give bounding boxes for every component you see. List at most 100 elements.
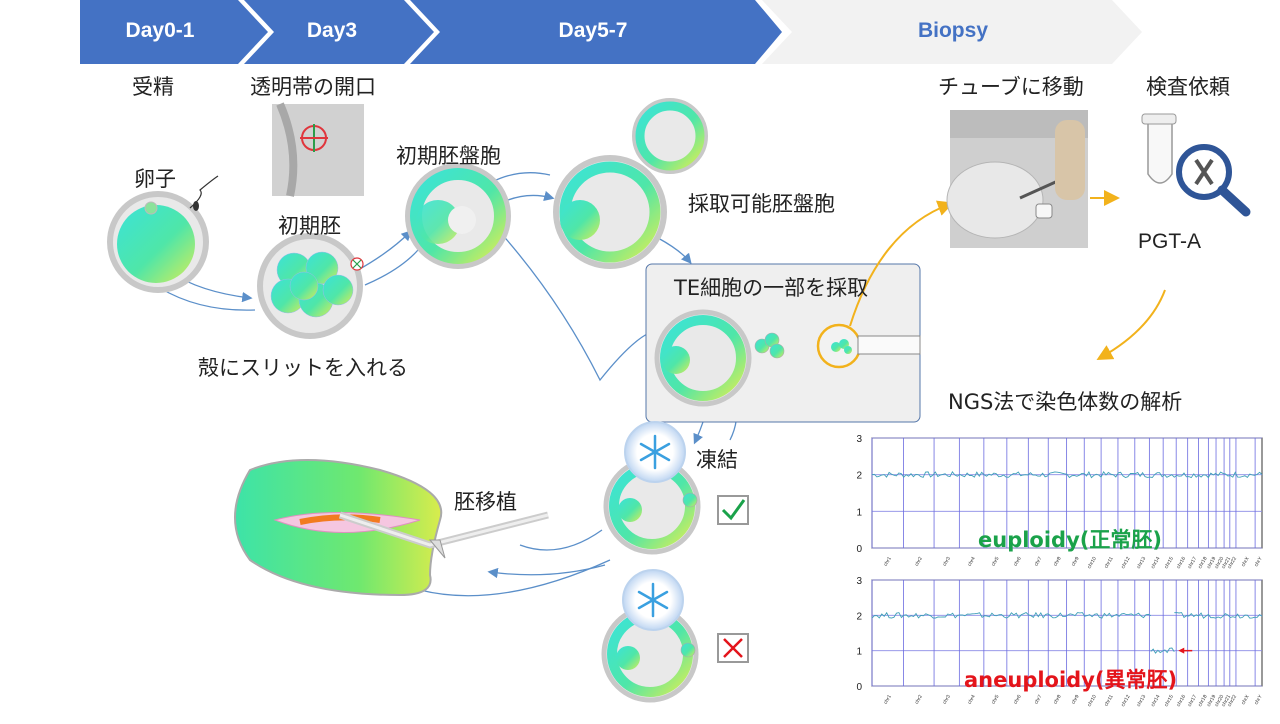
chart-x-tick: chr8 — [1053, 556, 1063, 568]
chart-x-tick: chr1 — [883, 556, 893, 568]
label-oocyte: 卵子 — [134, 167, 176, 191]
chart-x-tick: chr6 — [1013, 556, 1023, 568]
timeline-step-day3-shape — [244, 0, 434, 64]
early-embryo — [257, 233, 364, 339]
chart-y-tick: 1 — [856, 507, 862, 518]
chart-x-tick: chr22 — [1227, 694, 1239, 708]
chart-x-tick: chr11 — [1103, 694, 1114, 708]
chart-x-tick: chr9 — [1071, 694, 1081, 706]
timeline-step-day5-7-shape — [410, 0, 782, 64]
label-test-request: 検査依頼 — [1146, 75, 1230, 99]
zona-opening-image — [272, 102, 364, 197]
timeline-step-day0-1: Day0-1 — [80, 0, 240, 64]
chart-x-tick: chr9 — [1071, 556, 1081, 568]
chart-y-tick: 1 — [856, 647, 862, 658]
tube-transfer-photo — [946, 110, 1088, 248]
snowflake-icon — [639, 434, 671, 470]
chart-series-segment — [871, 611, 1152, 619]
harvestable-blastocyst — [553, 98, 708, 269]
check-icon — [717, 495, 749, 525]
timeline-step-day3: Day3 — [262, 0, 402, 64]
chart-x-tick: chr10 — [1086, 556, 1098, 570]
timeline-step-label: Day0-1 — [125, 19, 195, 42]
aneuploidy-chart-title: aneuploidy(異常胚) — [964, 668, 1178, 692]
chart-x-tick: chr22 — [1227, 556, 1239, 570]
yellow-arrows — [849, 190, 1166, 360]
chart-x-tick: chr13 — [1136, 556, 1148, 570]
chart-x-tick: chr3 — [942, 694, 952, 706]
chart-y-tick: 0 — [856, 544, 862, 555]
chart-x-tick: chrY — [1253, 693, 1264, 705]
label-early-embryo: 初期胚 — [278, 214, 341, 238]
label-pgta: PGT-A — [1138, 230, 1202, 253]
label-fertilization: 受精 — [132, 75, 174, 99]
label-early-blastocyst: 初期胚盤胞 — [396, 144, 501, 168]
chart-x-tick: chr1 — [883, 694, 893, 706]
chart-series-segment — [1150, 647, 1175, 654]
chart-y-tick: 2 — [856, 471, 862, 482]
frozen-embryo-ng — [601, 569, 699, 703]
chart-y-tick: 2 — [856, 611, 862, 622]
chart-x-tick: chr21 — [1221, 556, 1233, 570]
chart-x-tick: chr20 — [1214, 694, 1226, 708]
chart-annotation-arrowhead — [1178, 647, 1185, 654]
chart-x-tick: chr11 — [1103, 556, 1114, 570]
timeline-step-label: Day5-7 — [558, 19, 628, 42]
chart-x-tick: chr5 — [990, 556, 1000, 568]
chart-x-tick: chr14 — [1150, 694, 1162, 708]
chart-x-tick: chr19 — [1206, 694, 1218, 708]
timeline-step-label: Day3 — [306, 19, 358, 42]
chart-x-tick: chr2 — [914, 556, 924, 568]
uterus-transfer — [234, 459, 549, 597]
chart-series-segment — [1174, 612, 1263, 619]
chart-x-tick: chr16 — [1176, 694, 1188, 708]
chart-x-tick: chr6 — [1013, 694, 1023, 706]
timeline-step-day0-1-shape — [80, 0, 268, 64]
chart-x-tick: chrX — [1240, 693, 1251, 705]
chart-x-tick: chr12 — [1120, 556, 1132, 570]
label-slit: 殻にスリットを入れる — [198, 356, 408, 380]
timeline-step-biopsy: Biopsy — [790, 0, 1116, 64]
chart-x-tick: chrY — [1253, 555, 1264, 567]
chart-x-tick: chr2 — [914, 694, 924, 706]
chart-x-tick: chr18 — [1197, 694, 1209, 708]
chart-x-tick: chr3 — [942, 556, 952, 568]
chart-x-tick: chr20 — [1214, 556, 1226, 570]
snowflake-icon — [637, 582, 669, 618]
chart-x-tick: chr7 — [1033, 694, 1043, 706]
chart-x-tick: chr13 — [1136, 694, 1148, 708]
timeline-step-biopsy-shape — [762, 0, 1142, 64]
label-transfer: 胚移植 — [454, 490, 517, 514]
frozen-embryo-ok — [603, 421, 701, 555]
euploidy-chart-title: euploidy(正常胚) — [978, 528, 1162, 552]
chart-y-tick: 3 — [856, 434, 862, 445]
chart-x-tick: chr15 — [1163, 694, 1175, 708]
chart-x-tick: chr4 — [967, 694, 977, 706]
label-harvestable-blastocyst: 採取可能胚盤胞 — [688, 192, 835, 216]
chart-x-tick: chr14 — [1150, 556, 1162, 570]
label-te-biopsy: TE細胞の一部を採取 — [674, 276, 869, 300]
early-blastocyst — [405, 163, 511, 269]
chart-x-tick: chr15 — [1163, 556, 1175, 570]
chart-x-tick: chrX — [1240, 555, 1251, 567]
chart-x-tick: chr7 — [1033, 556, 1043, 568]
chart-x-tick: chr10 — [1086, 694, 1098, 708]
test-tube-magnifier-icon — [1141, 113, 1251, 217]
chart-y-tick: 3 — [856, 576, 862, 587]
chart-y-tick: 0 — [856, 682, 862, 693]
chart-x-tick: chr17 — [1187, 694, 1199, 708]
chart-x-tick: chr8 — [1053, 694, 1063, 706]
oocyte — [107, 175, 219, 293]
timeline-step-day5-7: Day5-7 — [430, 0, 756, 64]
chart-x-tick: chr18 — [1197, 556, 1209, 570]
timeline-arrows — [80, 0, 1142, 64]
label-zona-opening: 透明帯の開口 — [250, 75, 376, 99]
timeline-step-label: Biopsy — [917, 19, 988, 42]
label-ngs-analysis: NGS法で染色体数の解析 — [948, 390, 1183, 414]
label-tube-move: チューブに移動 — [938, 75, 1084, 99]
chart-x-tick: chr12 — [1120, 694, 1132, 708]
